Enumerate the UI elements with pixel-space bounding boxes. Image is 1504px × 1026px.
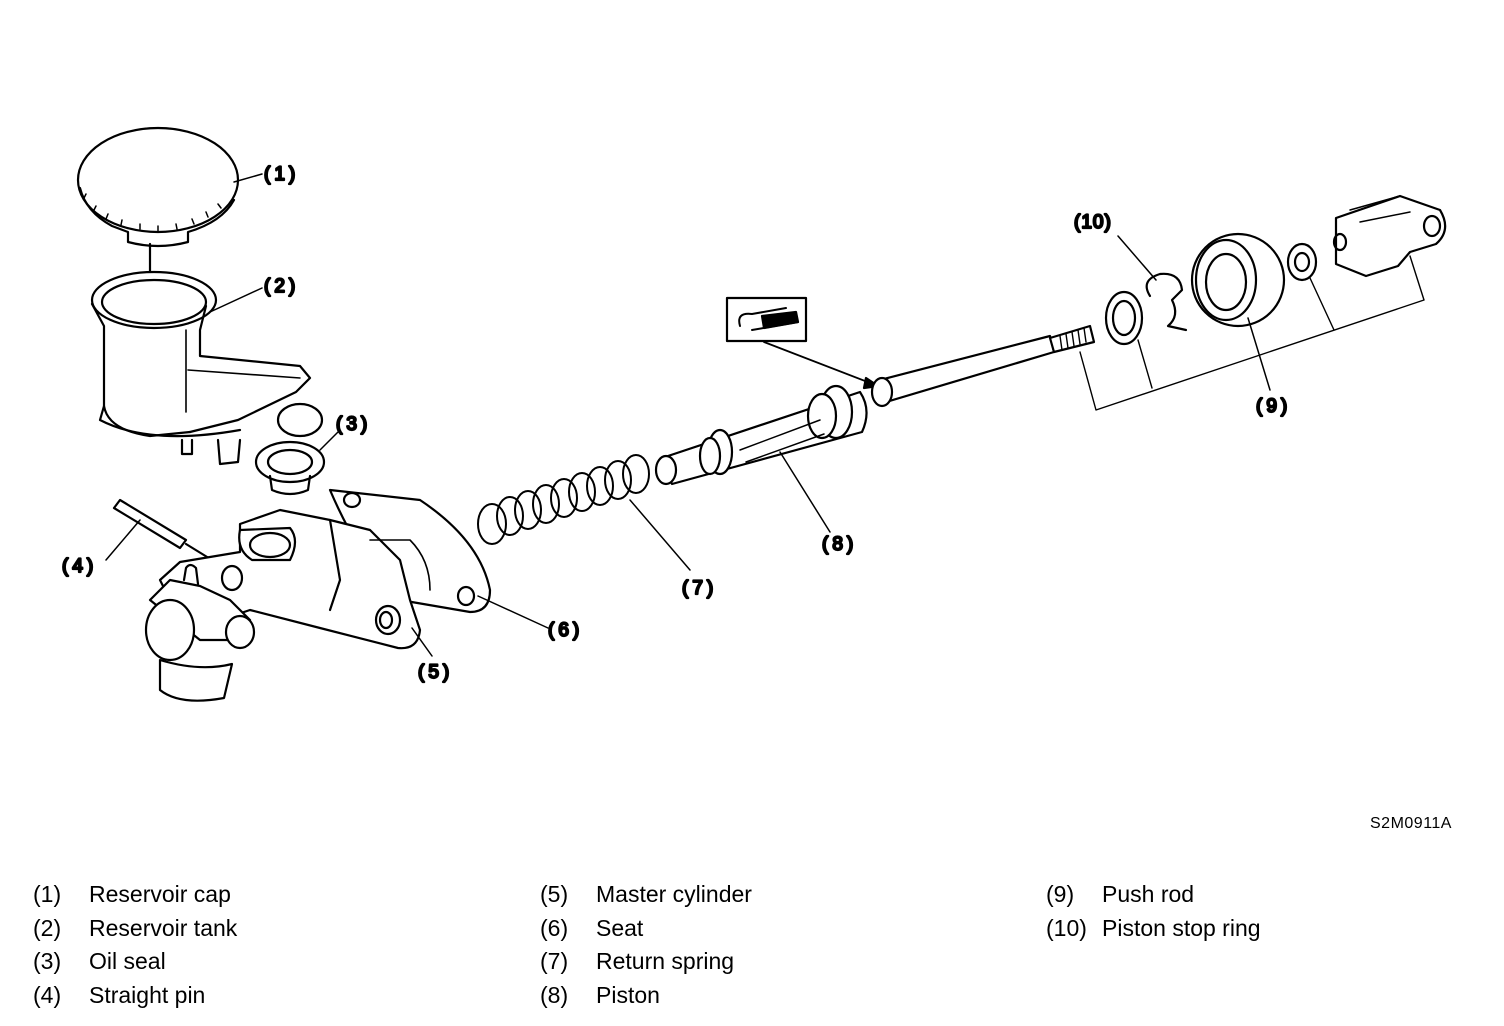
reservoir-tank-drawing [90,270,324,466]
reference-code: S2M0911A [1370,815,1452,832]
master-cylinder-drawing [144,488,492,702]
legend-label: Piston [596,981,660,1008]
legend-column-3: (9) Push rod (10) Piston stop ring [1046,878,1261,945]
legend-item: (10) Piston stop ring [1046,912,1261,946]
legend-label: Oil seal [89,948,166,974]
callout-1: (1) [264,164,299,185]
legend-label: Master cylinder [596,881,752,907]
legend-item: (5) Master cylinder [540,878,752,912]
piston-drawing [654,384,868,486]
legend-item: (1) Reservoir cap [33,878,237,912]
legend-item: (6) Seat [540,912,752,946]
legend-number: (10) [1046,914,1087,941]
legend-number: (7) [540,948,569,974]
legend-number: (1) [33,881,62,907]
callout-2: (2) [264,276,299,297]
legend-label: Seat [596,914,644,941]
callout-4: (4) [62,556,97,577]
oil-seal-drawing [254,440,326,496]
callout-5: (5) [418,662,453,683]
legend-item: (2) Reservoir tank [33,912,237,946]
callout-6: (6) [548,620,583,641]
legend-label: Push rod [1102,881,1195,907]
callout-7: (7) [682,578,717,599]
callout-8: (8) [822,534,857,555]
callout-9: (9) [1256,396,1291,417]
reservoir-cap-drawing [76,126,240,300]
legend-item: (8) Piston [540,979,752,1013]
legend-number: (9) [1046,881,1075,907]
legend-label: Straight pin [89,981,206,1008]
legend-label: Return spring [596,948,735,974]
legend-number: (5) [540,881,569,907]
leader-lines [105,173,1271,657]
return-spring-drawing [477,454,650,545]
legend-column-1: (1) Reservoir cap (2) Reservoir tank (3) Oi… [33,878,237,1012]
legend-label: Reservoir cap [89,881,231,907]
legend-item: (9) Push rod [1046,878,1261,912]
exploded-view-diagram: (1) (2) (3) (4) (5) (6) (7) (8) (9) (10) [61,126,1447,702]
legend-item: (3) Oil seal [33,945,237,979]
legend-number: (8) [540,981,569,1008]
legend-column-2: (5) Master cylinder (6) Seat (7) Return spr… [540,878,752,1012]
straight-pin-drawing [112,498,214,562]
push-rod-drawing [870,194,1447,411]
legend-item: (4) Straight pin [33,979,237,1013]
legend-number: (2) [33,914,62,941]
legend-number: (3) [33,948,62,974]
callout-3: (3) [336,414,371,435]
callout-10: (10) [1074,212,1112,233]
legend-label: Piston stop ring [1102,914,1261,941]
legend-number: (4) [33,981,62,1008]
legend-item: (7) Return spring [540,945,752,979]
legend-number: (6) [540,914,569,941]
grease-symbol-icon [725,296,880,390]
legend-label: Reservoir tank [89,914,238,941]
